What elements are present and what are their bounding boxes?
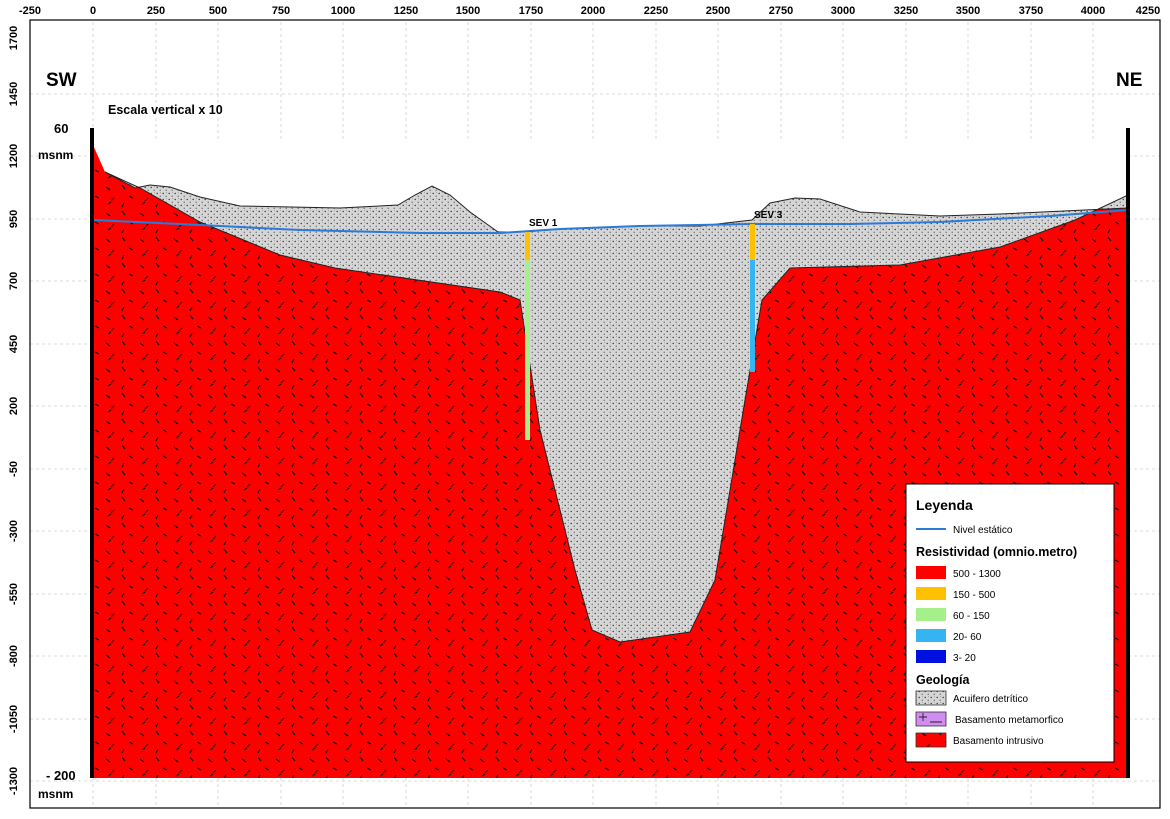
legend-resistivity-label: 500 - 1300	[953, 569, 1001, 580]
sw-boundary	[90, 128, 94, 778]
sev1-log	[525, 232, 530, 440]
ne-label: NE	[1116, 70, 1142, 91]
legend-geology-label: Basamento metamorfico	[955, 715, 1064, 726]
sev3-log	[750, 224, 755, 372]
sw-label: SW	[46, 70, 77, 91]
y-tick-label: 200	[8, 397, 20, 415]
x-tick-label: 4250	[1136, 5, 1160, 17]
y-tick-label: 1450	[8, 82, 20, 106]
y-tick-label: 1700	[8, 26, 20, 50]
legend-title: Leyenda	[916, 497, 973, 513]
legend: Leyenda Nivel estático Resistividad (omn…	[905, 483, 1115, 763]
x-tick-label: 3000	[831, 5, 855, 17]
x-tick-label: 2500	[706, 5, 730, 17]
legend-swatch-20-60	[916, 629, 946, 642]
detrital-aquifer-area	[104, 171, 1129, 643]
x-tick-label: 2750	[769, 5, 793, 17]
legend-water-line-label: Nivel estático	[953, 525, 1013, 536]
plot-frame	[29, 19, 1161, 809]
y-tick-label: -1300	[8, 767, 20, 795]
legend-resistivity-label: 20- 60	[953, 632, 982, 643]
x-tick-label: 4000	[1081, 5, 1105, 17]
bottom-elevation-value: - 200	[46, 768, 76, 783]
legend-swatch-intrusive	[915, 732, 947, 748]
x-tick-label: 3750	[1019, 5, 1043, 17]
y-tick-label: -50	[8, 461, 20, 477]
sev1-label: SEV 1	[529, 218, 558, 229]
legend-resistivity-label: 60 - 150	[953, 611, 990, 622]
y-tick-label: 1200	[8, 144, 20, 168]
top-elevation-unit: msnm	[38, 148, 73, 162]
x-tick-label: 1000	[331, 5, 355, 17]
x-tick-label: -250	[19, 5, 41, 17]
bottom-elevation-unit: msnm	[38, 787, 73, 801]
legend-resistivity-label: 3- 20	[953, 653, 976, 664]
y-tick-label: -300	[8, 520, 20, 542]
x-tick-label: 1250	[394, 5, 418, 17]
x-tick-label: 0	[90, 5, 96, 17]
legend-resistivity-title: Resistividad (omnio.metro)	[916, 545, 1077, 559]
y-tick-label: -1050	[8, 705, 20, 733]
legend-resistivity-label: 150 - 500	[953, 590, 996, 601]
legend-swatch-60-150	[916, 608, 946, 621]
x-tick-label: 500	[209, 5, 227, 17]
legend-swatch-150-500	[916, 587, 946, 600]
y-tick-label: -800	[8, 645, 20, 667]
x-tick-label: 750	[272, 5, 290, 17]
legend-swatch-aquifer	[915, 690, 947, 706]
x-tick-label: 3500	[956, 5, 980, 17]
x-tick-label: 3250	[894, 5, 918, 17]
legend-swatch-metamorphic	[915, 711, 947, 727]
legend-swatch-3-20	[916, 650, 946, 663]
water-table-line	[92, 209, 1129, 234]
y-tick-label: -550	[8, 583, 20, 605]
x-tick-label: 2250	[644, 5, 668, 17]
x-tick-label: 1500	[456, 5, 480, 17]
legend-geology-title: Geología	[916, 673, 971, 687]
top-elevation-value: 60	[54, 121, 68, 136]
legend-geology-label: Basamento intrusivo	[953, 736, 1044, 747]
ne-boundary	[1126, 128, 1130, 778]
y-tick-label: 700	[8, 272, 20, 290]
x-tick-label: 1750	[519, 5, 543, 17]
sev3-label: SEV 3	[754, 210, 783, 221]
legend-swatch-500-1300	[916, 566, 946, 579]
legend-geology-label: Acuifero detrítico	[953, 694, 1028, 705]
y-tick-label: 450	[8, 335, 20, 353]
x-tick-label: 2000	[581, 5, 605, 17]
vertical-scale-note: Escala vertical x 10	[108, 103, 223, 117]
x-tick-label: 250	[147, 5, 165, 17]
y-tick-label: 950	[8, 210, 20, 228]
